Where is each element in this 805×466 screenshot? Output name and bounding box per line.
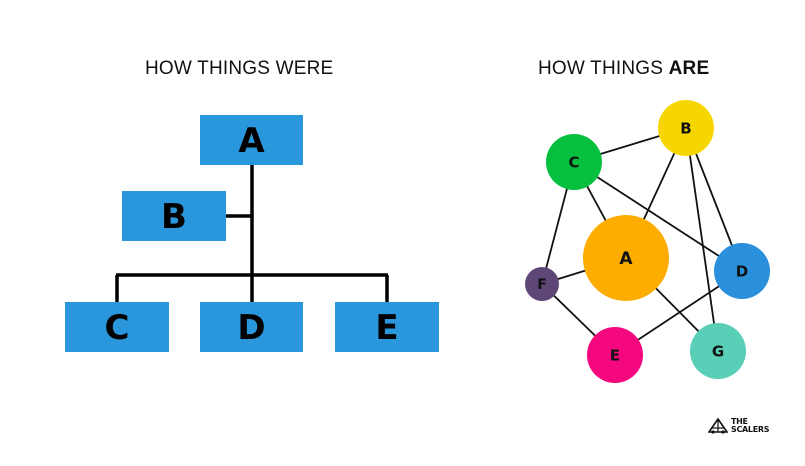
- logo-line1: THE: [731, 417, 748, 426]
- node-label: B: [680, 119, 691, 137]
- node-c: C: [546, 134, 602, 190]
- logo-icon: [708, 418, 728, 434]
- box-c: C: [65, 302, 169, 352]
- node-label: F: [537, 277, 547, 293]
- box-e: E: [335, 302, 439, 352]
- network-nodes: A B C D E F G: [525, 100, 770, 383]
- box-b: B: [122, 191, 226, 241]
- node-d: D: [714, 243, 770, 299]
- box-rect: [65, 302, 169, 352]
- box-a: A: [200, 115, 303, 165]
- box-label: A: [238, 121, 265, 161]
- box-rect: [200, 302, 303, 352]
- node-label: D: [736, 262, 748, 280]
- hierarchy-connectors: [115, 165, 389, 302]
- node-a: A: [583, 215, 669, 301]
- node-circle: [690, 323, 746, 379]
- node-label: C: [568, 153, 579, 171]
- node-circle: [714, 243, 770, 299]
- box-label: B: [161, 197, 187, 237]
- right-title: HOW THINGS ARE: [538, 58, 709, 80]
- node-circle: [658, 100, 714, 156]
- logo-line2: SCALERS: [731, 425, 770, 434]
- node-circle: [546, 134, 602, 190]
- node-circle: [587, 327, 643, 383]
- box-d: D: [200, 302, 303, 352]
- node-b: B: [658, 100, 714, 156]
- node-label: A: [619, 249, 633, 269]
- node-label: G: [712, 342, 724, 360]
- left-title: HOW THINGS WERE: [145, 58, 334, 79]
- box-label: E: [375, 308, 398, 348]
- right-title-bold: ARE: [668, 58, 710, 79]
- box-label: D: [237, 308, 265, 348]
- box-rect: [122, 191, 226, 241]
- box-label: C: [105, 308, 130, 348]
- right-title-prefix: HOW THINGS: [538, 58, 669, 79]
- node-g: G: [690, 323, 746, 379]
- node-label: E: [610, 346, 620, 364]
- box-rect: [335, 302, 439, 352]
- node-circle: [583, 215, 669, 301]
- edge-b-g: [685, 127, 719, 352]
- node-e: E: [587, 327, 643, 383]
- box-rect: [200, 115, 303, 165]
- node-circle: [525, 267, 559, 301]
- edge-c-d: [573, 161, 743, 272]
- the-scalers-logo: THE SCALERS: [708, 417, 770, 434]
- node-f: F: [525, 267, 559, 301]
